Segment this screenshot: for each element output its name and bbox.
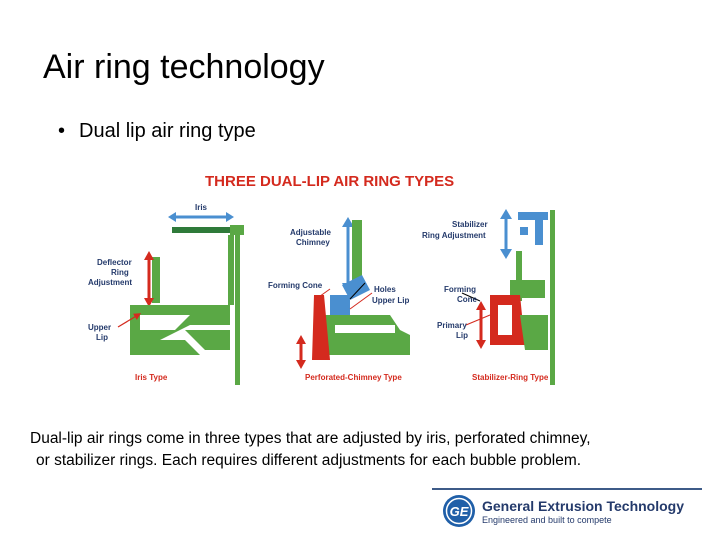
iris-type-labels: Iris Deflector Ring Adjustment Upper Lip… [88,203,208,382]
slide-title: Air ring technology [43,48,325,86]
label-chimney: Chimney [296,238,330,247]
company-logo-icon: GE [443,495,475,527]
air-ring-diagram-svg: THREE DUAL-LIP AIR RING TYPES [88,173,555,385]
label-upper-lip: Upper Lip [372,296,409,305]
stabilizer-ring-caption: Stabilizer-Ring Type [472,373,549,382]
label-ring-adjustment: Ring Adjustment [422,231,486,240]
iris-type-caption: Iris Type [135,373,168,382]
caption-text: Dual-lip air rings come in three types t… [30,428,710,472]
perforated-chimney-drawing [296,217,410,369]
label-stabilizer: Stabilizer [452,220,488,229]
company-logo: GE General Extrusion Technology Engineer… [442,494,684,528]
label-holes: Holes [374,285,396,294]
logo-text: General Extrusion Technology Engineered … [482,498,684,525]
bullet-dot: • [58,120,66,142]
perforated-chimney-caption: Perforated-Chimney Type [305,373,402,382]
company-name: General Extrusion Technology [482,497,685,514]
iris-type-drawing [117,212,244,385]
logo-divider [432,488,702,490]
bullet-item: • Dual lip air ring type [58,120,256,143]
label-upper: Upper [88,323,111,332]
label-adjustable: Adjustable [290,228,331,237]
stabilizer-ring-labels: Stabilizer Ring Adjustment Forming Cone … [422,220,549,382]
label-primary: Primary [437,321,467,330]
label-deflector: Deflector [97,258,132,267]
caption-line-1: Dual-lip air rings come in three types t… [30,430,591,447]
diagram-title: THREE DUAL-LIP AIR RING TYPES [205,173,454,190]
label-iris: Iris [195,203,208,212]
caption-line-2: or stabilizer rings. Each requires diffe… [36,452,582,469]
bullet-text: Dual lip air ring type [79,120,256,142]
stabilizer-ring-drawing [461,209,555,385]
logo-mark-letters: GE [450,504,469,519]
label-primary-lip: Lip [456,331,468,340]
label-ring: Ring [111,268,129,277]
label-lip: Lip [96,333,108,342]
label-adjustment: Adjustment [88,278,132,287]
perforated-chimney-labels: Adjustable Chimney Forming Cone Holes Up… [268,228,409,382]
label-forming-cone: Forming Cone [268,281,323,290]
air-ring-diagram: THREE DUAL-LIP AIR RING TYPES [80,165,580,395]
company-tagline: Engineered and built to compete [482,514,612,525]
label-forming: Forming [444,285,476,294]
label-cone: Cone [457,295,478,304]
